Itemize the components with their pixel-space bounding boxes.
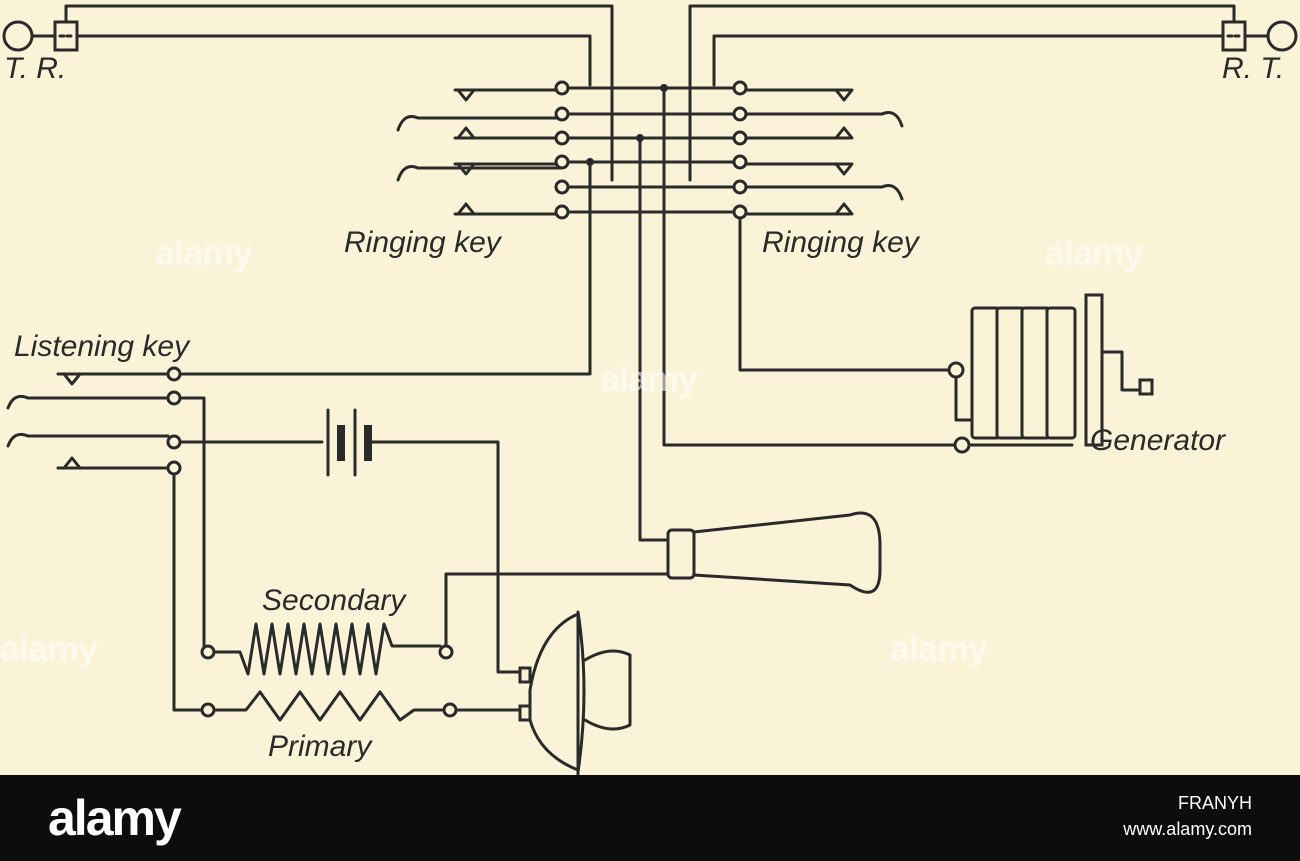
ringing-key-right-label: Ringing key — [762, 226, 919, 259]
secondary-label: Secondary — [262, 584, 406, 617]
watermark-text: alamy — [155, 232, 253, 273]
watermark-text: alamy — [600, 358, 698, 399]
primary-label: Primary — [268, 730, 372, 763]
ringing-key-right — [732, 80, 904, 220]
watermark-text: alamy — [890, 628, 988, 669]
stock-footer-bar: alamy FRANYH www.alamy.com — [0, 775, 1300, 861]
ringing-key-left-label: Ringing key — [344, 226, 501, 259]
left-terminals-label: T. R. — [4, 52, 67, 85]
alamy-logo: alamy — [48, 790, 182, 846]
watermark-text: alamy — [1045, 232, 1143, 273]
circuit-diagram: alamy alamy alamy alamy alamy T. R. R. T… — [0, 4, 1298, 777]
right-line-terminals — [688, 4, 1298, 182]
ringing-key-left — [396, 80, 570, 220]
generator-label: Generator — [1090, 424, 1226, 457]
right-terminals-label: R. T. — [1222, 52, 1285, 85]
listening-key — [6, 366, 324, 712]
site-url: www.alamy.com — [1123, 819, 1252, 839]
image-id: FRANYH — [1177, 793, 1252, 813]
receiver — [666, 511, 882, 594]
battery — [326, 408, 524, 674]
listening-key-label: Listening key — [14, 330, 190, 363]
left-line-terminals — [2, 4, 614, 182]
circuit-drawing — [2, 4, 1298, 777]
induction-coil — [200, 572, 670, 722]
transmitter — [518, 610, 632, 777]
key-cross-wiring — [166, 84, 957, 542]
generator — [947, 293, 1154, 454]
watermark-text: alamy — [0, 628, 98, 669]
